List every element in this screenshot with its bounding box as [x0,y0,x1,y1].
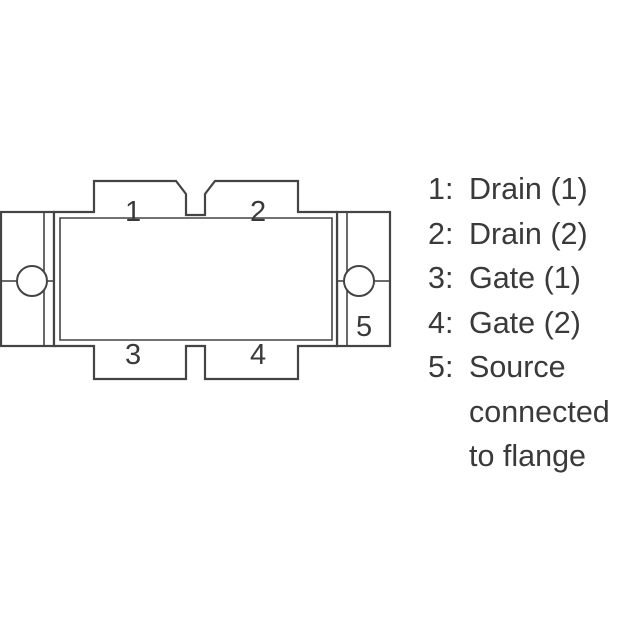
legend-item-source: 5: Source connected to flange [428,345,640,479]
legend-item-gate-2: 4: Gate (2) [428,301,640,346]
pin-1-marker: 1 [125,196,141,228]
legend-pin-label: Drain (1) [469,172,588,206]
device-body-inner-outline [59,217,333,341]
left-mounting-hole-icon [16,265,48,297]
pin-4-marker: 4 [250,339,266,371]
device-body [52,179,339,381]
legend-pin-number: 2: [428,216,454,251]
pin-3-marker: 3 [125,339,141,371]
pin-2-marker: 2 [250,196,266,228]
legend-pin-label: Source connected to flange [469,350,610,473]
legend-pin-label: Drain (2) [469,216,588,251]
legend-pin-label: Gate (1) [469,261,581,295]
legend-pin-number: 4: [428,305,454,340]
pin-legend: 1: Drain (1) 2: Drain (2) 3: Gate (1) 4:… [428,167,640,479]
legend-item-drain-2: 2: Drain (2) [428,212,640,257]
legend-pin-label: Gate (2) [469,305,581,340]
right-mounting-hole-icon [343,265,375,297]
legend-item-gate-1: 3: Gate (1) [428,256,640,301]
pin-5-marker: 5 [356,311,372,343]
left-flange-ear [0,210,56,348]
legend-item-drain-1: 1: Drain (1) [428,167,640,212]
legend-pin-number: 5: [428,350,454,384]
legend-pin-number: 3: [428,261,454,295]
legend-pin-number: 1: [428,172,454,206]
